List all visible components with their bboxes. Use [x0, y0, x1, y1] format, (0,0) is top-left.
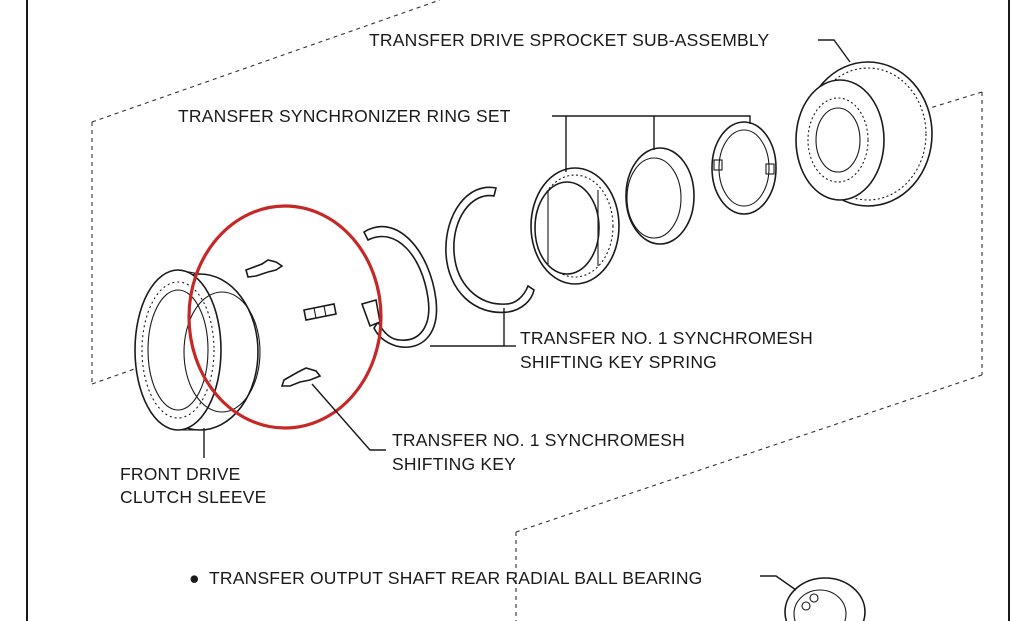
- synchromesh-shifting-keys-part: [245, 259, 337, 387]
- label-shifting-key-line2: SHIFTING KEY: [392, 454, 516, 474]
- synchronizer-ring-set-part: [530, 121, 777, 285]
- label-clutch-sleeve-line1: FRONT DRIVE: [120, 464, 241, 484]
- label-shifting-key-spring-line1: TRANSFER NO. 1 SYNCHROMESH: [520, 328, 813, 348]
- label-transfer-drive-sprocket: TRANSFER DRIVE SPROCKET SUB-ASSEMBLY: [369, 30, 770, 50]
- transfer-drive-sprocket-part: [795, 61, 933, 207]
- label-shifting-key-spring-line2: SHIFTING KEY SPRING: [520, 352, 717, 372]
- assembly-frame-dashed: [91, 0, 983, 621]
- shifting-key-springs-part: [360, 186, 535, 348]
- bearing-bullet-marker: ●: [189, 568, 200, 588]
- highlight-circle: [187, 204, 383, 430]
- front-drive-clutch-sleeve-part: [134, 269, 261, 431]
- label-clutch-sleeve-line2: CLUTCH SLEEVE: [120, 487, 267, 507]
- leader-lines: [203, 39, 851, 591]
- label-synchronizer-ring-set: TRANSFER SYNCHRONIZER RING SET: [178, 106, 511, 126]
- label-shifting-key-line1: TRANSFER NO. 1 SYNCHROMESH: [392, 430, 685, 450]
- label-output-shaft-bearing: TRANSFER OUTPUT SHAFT REAR RADIAL BALL B…: [209, 568, 702, 588]
- output-shaft-ball-bearing-part: [784, 577, 866, 621]
